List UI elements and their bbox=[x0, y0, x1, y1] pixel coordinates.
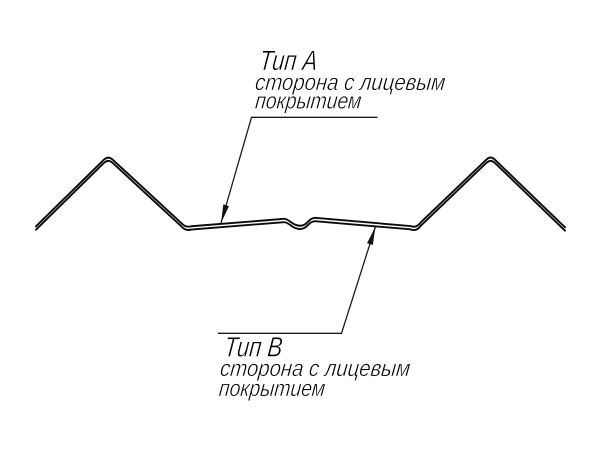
svg-text:покрытием: покрытием bbox=[254, 87, 363, 113]
svg-text:покрытием: покрытием bbox=[218, 375, 327, 401]
svg-text:сторона с лицевым: сторона с лицевым bbox=[219, 355, 412, 381]
svg-text:Тип В: Тип В bbox=[223, 332, 284, 363]
svg-text:Тип А: Тип А bbox=[258, 45, 319, 76]
svg-text:сторона с лицевым: сторона с лицевым bbox=[254, 69, 447, 95]
